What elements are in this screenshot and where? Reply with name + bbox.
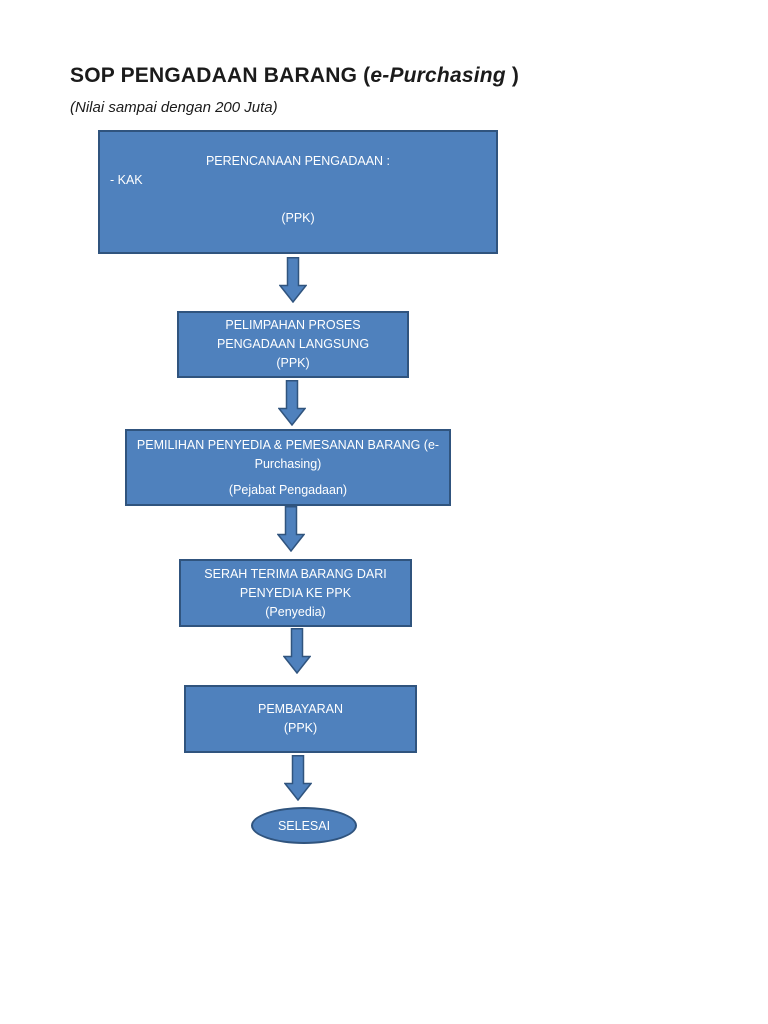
page-title-emphasis: e-Purchasing — [370, 64, 506, 87]
terminator-label: SELESAI — [277, 818, 331, 833]
node-title: SERAH TERIMA BARANG DARI PENYEDIA KE PPK — [204, 566, 387, 600]
page-subtitle: (Nilai sampai dengan 200 Juta) — [70, 99, 278, 116]
page-title: SOP PENGADAAN BARANG (e-Purchasing ) — [70, 64, 519, 88]
spacer — [133, 474, 443, 481]
spacer — [106, 190, 490, 209]
down-arrow-icon — [283, 628, 311, 674]
page-title-prefix: SOP PENGADAAN BARANG ( — [70, 64, 371, 87]
flow-node-perencanaan: PERENCANAAN PENGADAAN : - KAK (PPK) — [98, 130, 498, 254]
node-actor: (PPK) — [281, 211, 315, 225]
node-title: PEMBAYARAN — [258, 702, 343, 716]
down-arrow-icon — [278, 380, 306, 426]
down-arrow-icon — [279, 257, 307, 303]
flow-node-pembayaran: PEMBAYARAN (PPK) — [184, 685, 417, 753]
node-actor: (PPK) — [283, 721, 318, 735]
page-title-suffix: ) — [505, 64, 520, 87]
down-arrow-icon — [277, 506, 305, 552]
node-title: PEMILIHAN PENYEDIA & PEMESANAN BARANG (e… — [136, 438, 440, 471]
flow-node-serah-terima: SERAH TERIMA BARANG DARI PENYEDIA KE PPK… — [179, 559, 412, 627]
node-actor: (Penyedia) — [265, 604, 326, 619]
node-title: PELIMPAHAN PROSES PENGADAAN LANGSUNG — [216, 318, 370, 351]
node-note: - KAK — [110, 173, 143, 187]
down-arrow-icon — [284, 755, 312, 801]
node-title: PERENCANAAN PENGADAAN : — [205, 154, 391, 168]
node-actor: (PPK) — [276, 356, 310, 370]
flow-node-pemilihan: PEMILIHAN PENYEDIA & PEMESANAN BARANG (e… — [125, 429, 451, 506]
node-actor: (Pejabat Pengadaan) — [228, 483, 348, 497]
flow-node-pelimpahan: PELIMPAHAN PROSES PENGADAAN LANGSUNG (PP… — [177, 311, 409, 378]
flow-node-selesai: SELESAI — [251, 807, 357, 844]
